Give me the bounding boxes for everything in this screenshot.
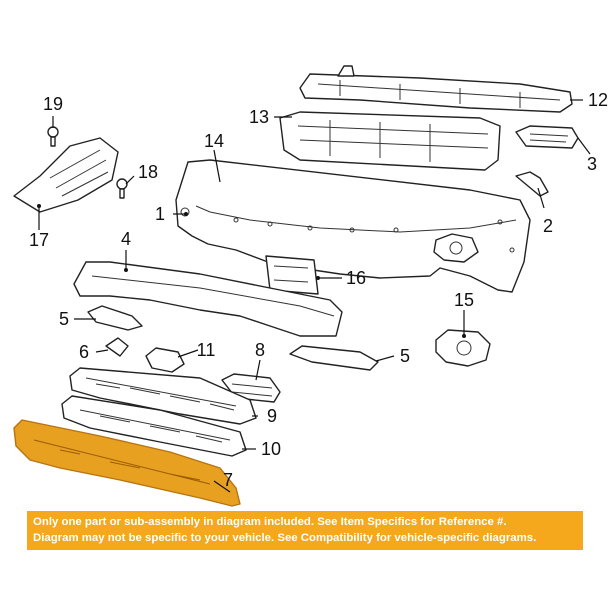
callout-3: 3 — [587, 154, 597, 174]
callout-1: 1 — [155, 204, 165, 224]
callout-11: 11 — [197, 340, 216, 360]
callout-10: 10 — [261, 439, 281, 459]
part-19-bolt — [47, 126, 59, 147]
part-11-fog-bezel — [145, 347, 185, 373]
callout-16: 16 — [346, 268, 366, 288]
part-18-bolt — [116, 178, 128, 199]
callout-18: 18 — [138, 162, 158, 182]
part-2-side-bracket — [515, 171, 549, 197]
callout-14: 14 — [204, 131, 224, 151]
part-3-bracket — [515, 125, 579, 149]
callout-13: 13 — [249, 107, 269, 127]
callout-9: 9 — [267, 406, 277, 426]
callout-5-left: 5 — [59, 309, 69, 329]
disclaimer-banner: Only one part or sub-assembly in diagram… — [27, 511, 583, 550]
part-9-lower-grille — [69, 367, 257, 425]
disclaimer-line-1: Only one part or sub-assembly in diagram… — [33, 516, 507, 528]
part-10-grille — [61, 395, 247, 457]
part-7-skid-plate-highlighted — [13, 419, 241, 507]
part-1-bumper-cover — [175, 159, 531, 293]
callout-19: 19 — [43, 94, 63, 114]
part-5-right-trim — [289, 345, 379, 371]
part-13-energy-absorber — [279, 111, 501, 171]
callout-5-right: 5 — [400, 346, 410, 366]
part-4-lower-valance — [73, 261, 343, 337]
callout-2: 2 — [543, 216, 553, 236]
part-6-cover — [105, 337, 129, 357]
callout-4: 4 — [121, 229, 131, 249]
part-16-license-plate-bracket — [265, 255, 319, 295]
part-12-reinforcement-bar — [299, 65, 573, 113]
disclaimer-line-2: Diagram may not be specific to your vehi… — [33, 532, 537, 544]
part-5-left-trim — [87, 305, 143, 331]
callout-7: 7 — [223, 470, 233, 490]
leader-lines — [37, 99, 591, 493]
callout-15: 15 — [454, 290, 474, 310]
callout-8: 8 — [255, 340, 265, 360]
callout-17: 17 — [29, 230, 49, 250]
part-17-skid-shield — [13, 137, 119, 213]
callout-numbers: 1 2 3 4 5 5 6 7 8 9 10 11 12 13 14 15 16… — [29, 90, 608, 490]
callout-12: 12 — [588, 90, 608, 110]
part-15-fog-lamp-bezel — [435, 329, 491, 367]
callout-6: 6 — [79, 342, 89, 362]
